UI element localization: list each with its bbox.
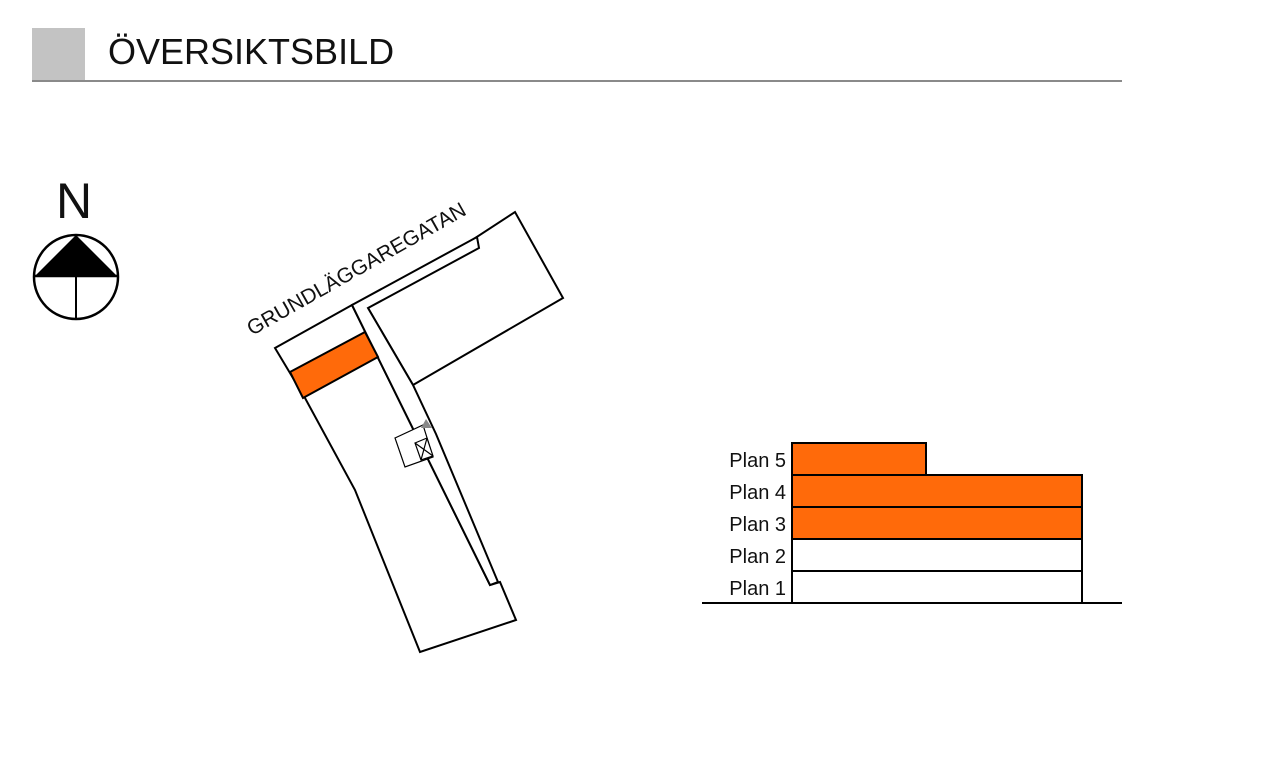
header-divider [32,80,1122,82]
page-title: ÖVERSIKTSBILD [108,31,395,72]
north-arrow-icon: N [32,173,120,321]
floor-block-5 [791,442,927,476]
floor-section: Plan 1 Plan 2 Plan 3 Plan 4 Plan 5 [702,442,1122,604]
highlighted-section [288,330,380,400]
north-label: N [56,173,92,229]
floor-block-3 [791,506,1083,540]
floor-label: Plan 1 [729,578,786,600]
entrance-marker-icon [421,419,432,428]
floor-label: Plan 3 [729,514,786,536]
floor-block-2 [791,538,1083,572]
site-plan: GRUNDLÄGGAREGATAN [243,198,565,654]
corridor-strip [350,235,500,587]
header-gray-box [32,28,85,80]
floor-label: Plan 2 [729,546,786,568]
floor-label: Plan 5 [729,450,786,472]
elevator-icon [414,437,434,461]
floor-block-4 [791,474,1083,508]
floor-block-1 [791,570,1083,604]
floor-label: Plan 4 [729,482,786,504]
